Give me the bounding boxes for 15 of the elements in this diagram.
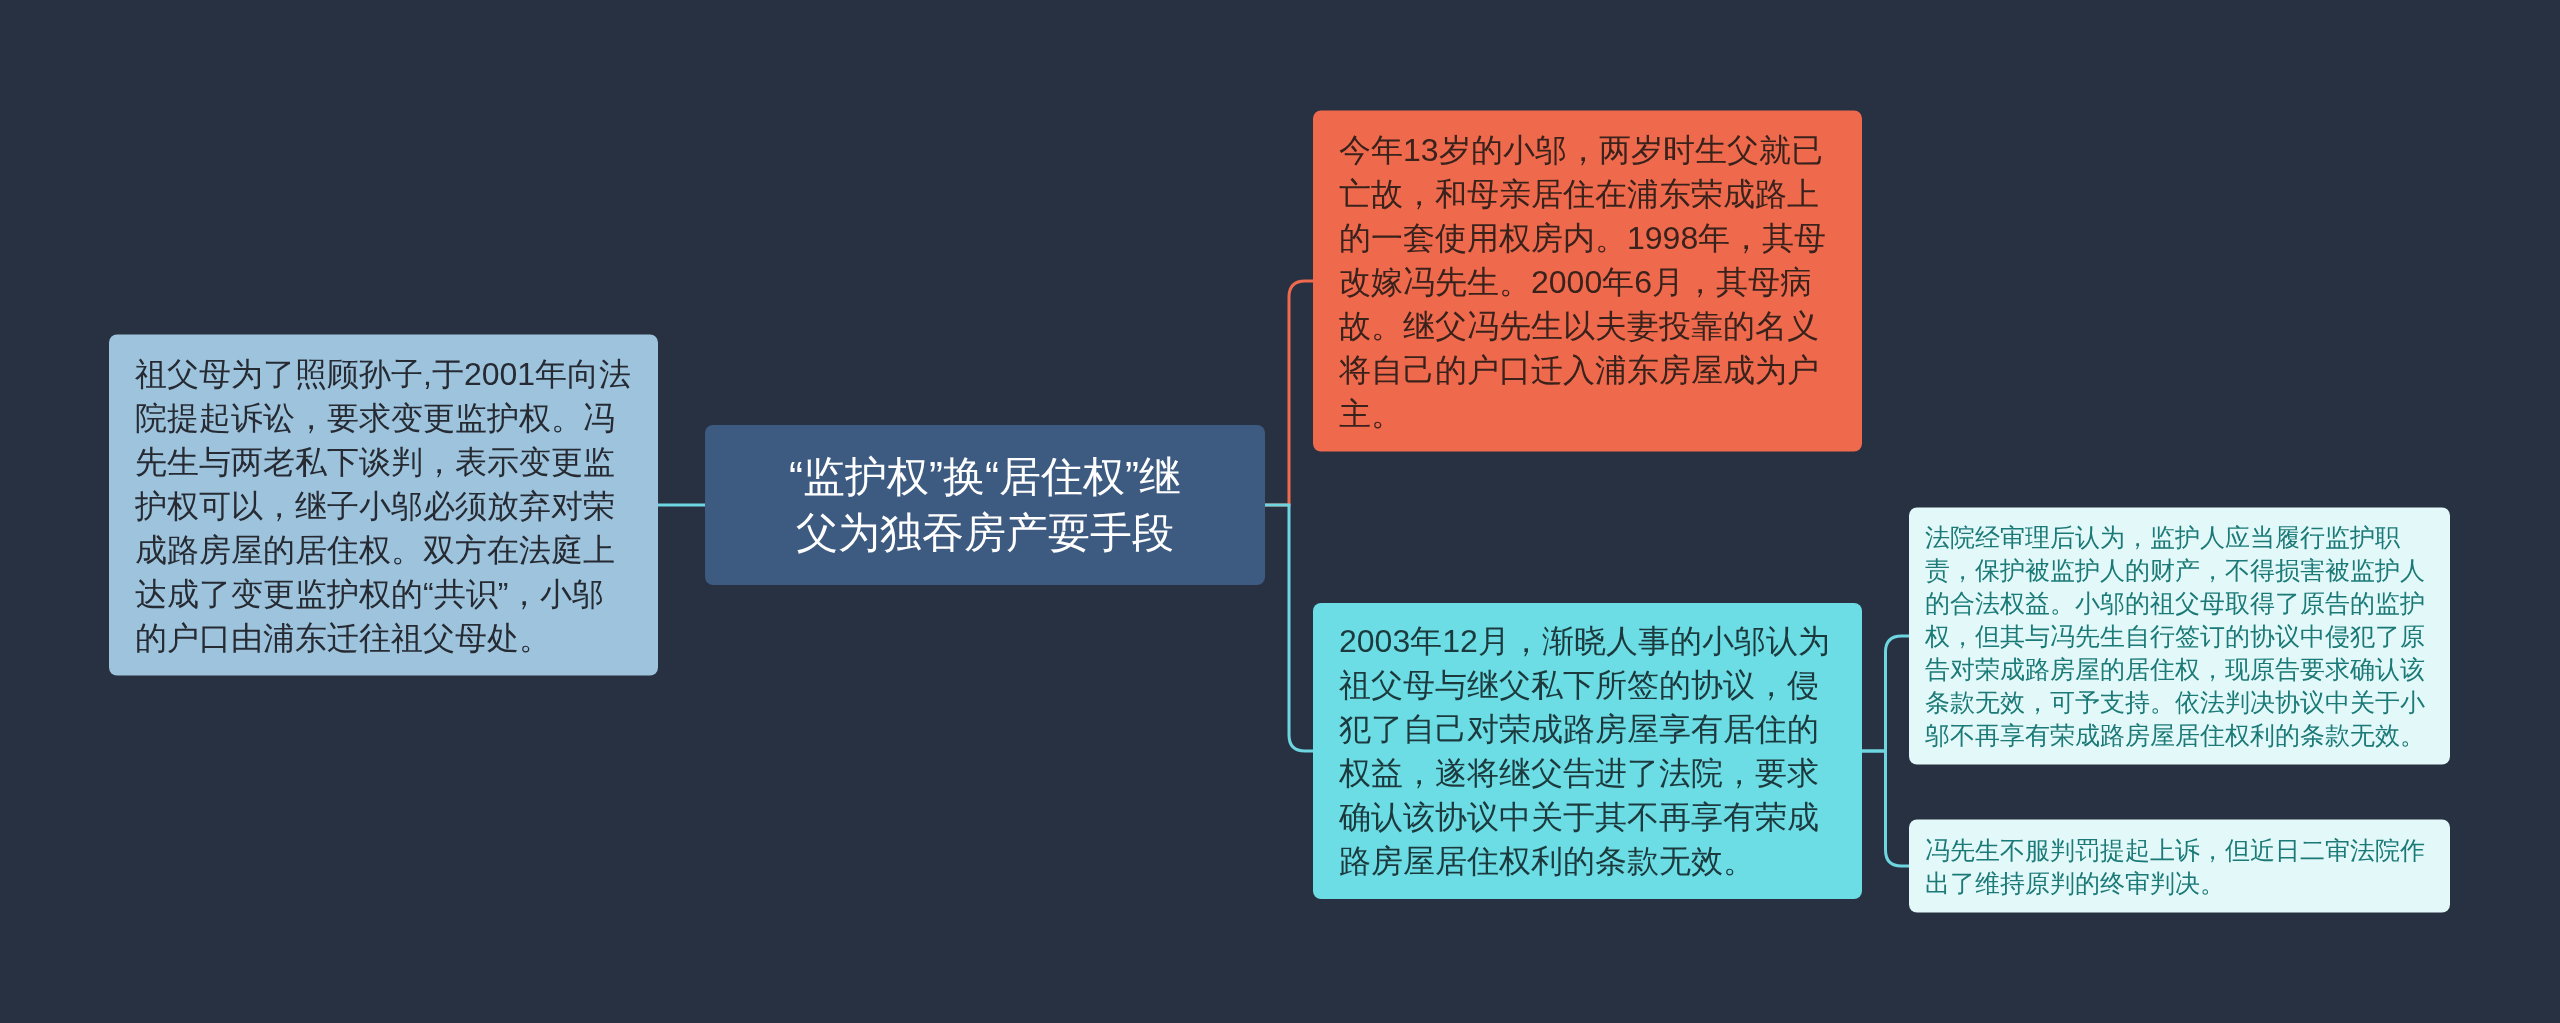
topic-text: 法院经审理后认为，监护人应当履行监护职责，保护被监护人的财产，不得损害被监护人的合法权益。小邬的祖父母取得了原告的监护权，但其与冯先生自行签订的协议中侵犯了原告对荣成路房屋的居住权，现原告要求确认该条款无效，可予支持。依法判决协议中关于小邬不再享有荣成路房屋居住权利的条款无效。 xyxy=(1925,521,2426,751)
subtopic-box xyxy=(1909,819,2450,913)
topic-text: 祖父母为了照顾孙子,于2001年向法院提起诉讼，要求变更监护权。冯先生与两老私下谈判，表示变更监护权可以，继子小邬必须放弃对荣成路房屋的居住权。双方在法庭上达成了变更监护权的“共识”，小邬的户口由浦东迁往祖父母处。 xyxy=(135,354,632,657)
connector-line xyxy=(1862,749,1909,868)
topic-box xyxy=(109,334,658,676)
topic-box xyxy=(1313,603,1862,899)
connector-line xyxy=(658,503,705,507)
topic-box xyxy=(1313,110,1862,452)
connector-line xyxy=(1265,503,1313,753)
topic-text: 今年13岁的小邬，两岁时生父就已亡故，和母亲居住在浦东荣成路上的一套使用权房内。1998年，其母改嫁冯先生。2000年6月，其母病故。继父冯先生以夫妻投靠的名义将自己的户口迁入浦东房屋成为户主。 xyxy=(1339,130,1828,433)
subtopic-box xyxy=(1909,507,2450,765)
central-topic-box xyxy=(705,425,1265,585)
topic-text: “监护权”换“居住权”继父为独吞房产耍手段 xyxy=(788,452,1182,558)
topic-text: 冯先生不服判罚提起上诉，但近日二审法院作出了维持原判的终审判决。 xyxy=(1925,834,2426,898)
topic-text: 2003年12月，渐晓人事的小邬认为祖父母与继父私下所签的协议，侵犯了自己对荣成路房屋享有居住的权益，遂将继父告进了法院，要求确认该协议中关于其不再享有荣成路房屋居住权利的条款无效。 xyxy=(1339,622,1831,881)
